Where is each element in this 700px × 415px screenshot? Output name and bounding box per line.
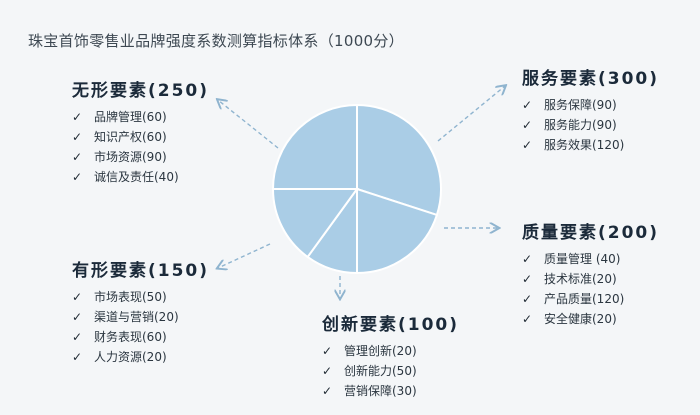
item-label: 管理创新(20)	[344, 344, 417, 358]
list-item: ✓ 品牌管理(60)	[72, 107, 209, 127]
item-label: 服务效果(120)	[544, 138, 625, 152]
list-item: ✓ 技术标准(20)	[522, 269, 659, 289]
list-item: ✓ 财务表现(60)	[72, 327, 209, 347]
group-heading: 创新要素(100)	[322, 315, 460, 335]
pie-slice-zhiliang	[356, 187, 439, 275]
check-icon: ✓	[522, 98, 533, 112]
list-item: ✓ 市场表现(50)	[72, 287, 209, 307]
check-icon: ✓	[522, 272, 533, 286]
item-label: 创新能力(50)	[344, 364, 417, 378]
check-icon: ✓	[322, 344, 333, 358]
item-label: 市场表现(50)	[94, 290, 167, 304]
item-label: 质量管理 (40)	[544, 252, 621, 266]
item-label: 产品质量(120)	[544, 292, 625, 306]
arrow-wuxing	[218, 100, 279, 149]
list-item: ✓ 服务效果(120)	[522, 135, 659, 155]
check-icon: ✓	[72, 110, 83, 124]
connector-arrows	[218, 86, 505, 298]
group-fuwu: 服务要素(300) ✓ 服务保障(90) ✓ 服务能力(90) ✓ 服务效果(120)	[522, 64, 659, 155]
list-item: ✓ 渠道与营销(20)	[72, 307, 209, 327]
check-icon: ✓	[322, 384, 333, 398]
group-zhiliang: 质量要素(200) ✓ 质量管理 (40) ✓ 技术标准(20) ✓ 产品质量(120…	[522, 218, 659, 329]
check-icon: ✓	[522, 252, 533, 266]
list-item: ✓ 安全健康(20)	[522, 309, 659, 329]
list-item: ✓ 人力资源(20)	[72, 347, 209, 367]
check-icon: ✓	[522, 118, 533, 132]
check-icon: ✓	[522, 138, 533, 152]
check-icon: ✓	[322, 364, 333, 378]
pie-slice-wuxing	[271, 103, 358, 190]
arrow-youxing	[218, 243, 271, 268]
item-label: 人力资源(20)	[94, 350, 167, 364]
pie-chart	[271, 103, 442, 275]
list-item: ✓ 服务能力(90)	[522, 115, 659, 135]
list-item: ✓ 创新能力(50)	[322, 361, 459, 381]
check-icon: ✓	[72, 310, 83, 324]
group-chuangxin: 创新要素(100) ✓ 管理创新(20) ✓ 创新能力(50) ✓ 营销保障(30)	[322, 310, 459, 401]
item-label: 渠道与营销(20)	[94, 310, 179, 324]
group-heading: 质量要素(200)	[522, 223, 660, 243]
item-label: 服务能力(90)	[544, 118, 617, 132]
group-youxing: 有形要素(150) ✓ 市场表现(50) ✓ 渠道与营销(20) ✓ 财务表现(60)…	[72, 256, 209, 367]
group-heading: 服务要素(300)	[522, 69, 660, 89]
pie-slice-youxing	[271, 188, 359, 259]
check-icon: ✓	[72, 130, 83, 144]
list-item: ✓ 质量管理 (40)	[522, 249, 659, 269]
item-label: 服务保障(90)	[544, 98, 617, 112]
list-item: ✓ 管理创新(20)	[322, 341, 459, 361]
list-item: ✓ 诚信及责任(40)	[72, 167, 209, 187]
item-label: 诚信及责任(40)	[94, 170, 179, 184]
item-label: 营销保障(30)	[344, 384, 417, 398]
item-label: 安全健康(20)	[544, 312, 617, 326]
group-heading: 有形要素(150)	[72, 261, 210, 281]
group-heading: 无形要素(250)	[72, 81, 210, 101]
check-icon: ✓	[72, 150, 83, 164]
list-item: ✓ 服务保障(90)	[522, 95, 659, 115]
item-label: 品牌管理(60)	[94, 110, 167, 124]
pie-slice-fuwu	[356, 103, 442, 217]
item-label: 技术标准(20)	[544, 272, 617, 286]
list-item: ✓ 营销保障(30)	[322, 381, 459, 401]
group-wuxing: 无形要素(250) ✓品牌管理(60) ✓知识产权(60) ✓市场资源(90) …	[72, 76, 209, 187]
check-icon: ✓	[72, 330, 83, 344]
list-item: ✓ 产品质量(120)	[522, 289, 659, 309]
item-label: 市场资源(90)	[94, 150, 167, 164]
list-item: ✓ 市场资源(90)	[72, 147, 209, 167]
check-icon: ✓	[72, 350, 83, 364]
list-item: ✓ 知识产权(60)	[72, 127, 209, 147]
arrow-fuwu	[437, 86, 505, 142]
item-label: 财务表现(60)	[94, 330, 167, 344]
item-label: 知识产权(60)	[94, 130, 167, 144]
check-icon: ✓	[522, 292, 533, 306]
check-icon: ✓	[522, 312, 533, 326]
check-icon: ✓	[72, 170, 83, 184]
check-icon: ✓	[72, 290, 83, 304]
diagram-title: 珠宝首饰零售业品牌强度系数测算指标体系（1000分）	[28, 32, 404, 50]
